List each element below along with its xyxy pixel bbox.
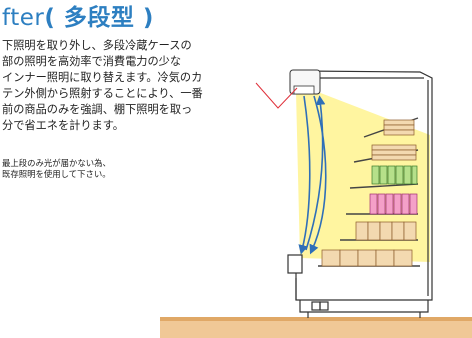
description-line: 分で省エネを計ります。 [2,119,124,133]
note: 最上段のみ光が届かない為、 既存照明を使用して下さい。 [2,158,172,180]
description-line: 前の商品のみを強調、棚下照明を取っ [2,103,193,117]
floor [160,317,472,338]
products-green-bottles [371,165,418,185]
page-title: fter( 多段型 ) [2,3,154,33]
products-bottom [321,249,413,267]
description: 下照明を取り外し、多段冷蔵ケースの 部の照明を高効率で消費電力の少な インナー照… [2,38,252,135]
description-line: テン外側から照射することにより、一番 [2,87,203,101]
products-second [371,144,417,161]
description-line: 部の照明を高効率で消費電力の少な [2,55,182,69]
products-top [383,119,415,136]
description-line: インナー照明に取り替えます。冷気のカ [2,71,203,85]
air-flow-arrows [298,95,327,255]
canopy-light [289,69,321,95]
title-prefix: fter [2,5,45,31]
description-line: 下照明を取り外し、多段冷蔵ケースの [2,39,192,52]
note-line: 最上段のみ光が届かない為、 [2,158,111,168]
products-pink-bottles [369,193,418,215]
pointer-line [255,82,298,109]
products-cartons [355,221,417,241]
note-line: 既存照明を使用して下さい。 [2,169,111,179]
title-type: ( 多段型 ) [44,5,154,31]
